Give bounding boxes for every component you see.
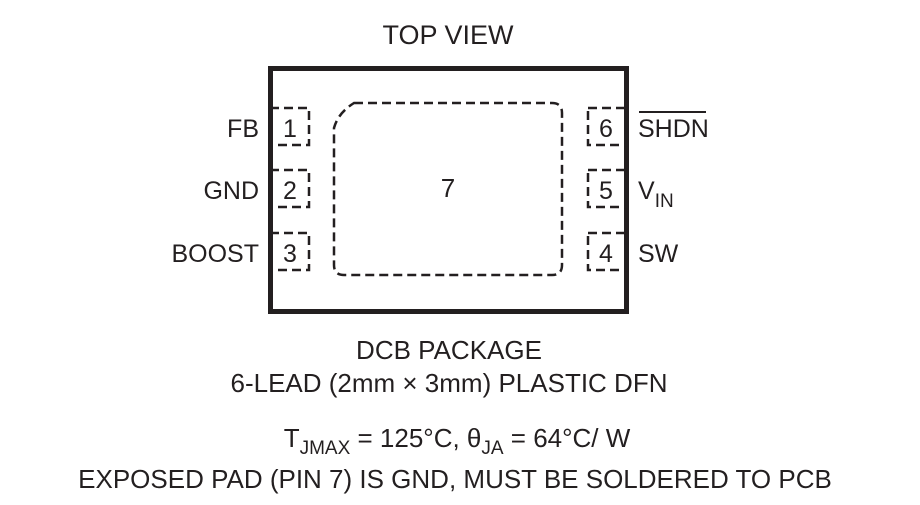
exposed-pad-number: 7 (441, 173, 455, 203)
package-description: 6-LEAD (2mm × 3mm) PLASTIC DFN (230, 368, 667, 398)
pin-label-vin: VIN (638, 177, 674, 212)
pin-label-boost: BOOST (171, 240, 259, 268)
pin-number-3: 3 (283, 240, 297, 268)
exposed-pad-note: EXPOSED PAD (PIN 7) IS GND, MUST BE SOLD… (78, 464, 832, 494)
pin-pad-6 (586, 106, 629, 147)
exposed-pad (332, 101, 564, 277)
pin-number-6: 6 (599, 115, 613, 143)
pin-pad-1 (268, 106, 311, 147)
pin-pad-3 (268, 231, 311, 272)
left-pin-pads (268, 106, 311, 272)
pin-pad-5 (586, 168, 629, 209)
thermal-spec: TJMAX = 125°C, θJA = 64°C/ W (284, 423, 631, 459)
pin-pad-4 (586, 231, 629, 272)
package-name: DCB PACKAGE (356, 335, 542, 365)
pin-number-4: 4 (599, 240, 613, 268)
pin-number-5: 5 (599, 177, 613, 205)
pin-label-fb: FB (227, 115, 259, 143)
right-pin-pads (586, 106, 629, 272)
pin-label-gnd: GND (203, 177, 259, 205)
pin-label-shdn: SHDN (638, 115, 709, 143)
top-view-label: TOP VIEW (382, 20, 514, 50)
pin-number-2: 2 (283, 177, 297, 205)
pin-number-1: 1 (283, 115, 297, 143)
pin-pad-2 (268, 168, 311, 209)
pin-label-sw: SW (638, 240, 679, 268)
